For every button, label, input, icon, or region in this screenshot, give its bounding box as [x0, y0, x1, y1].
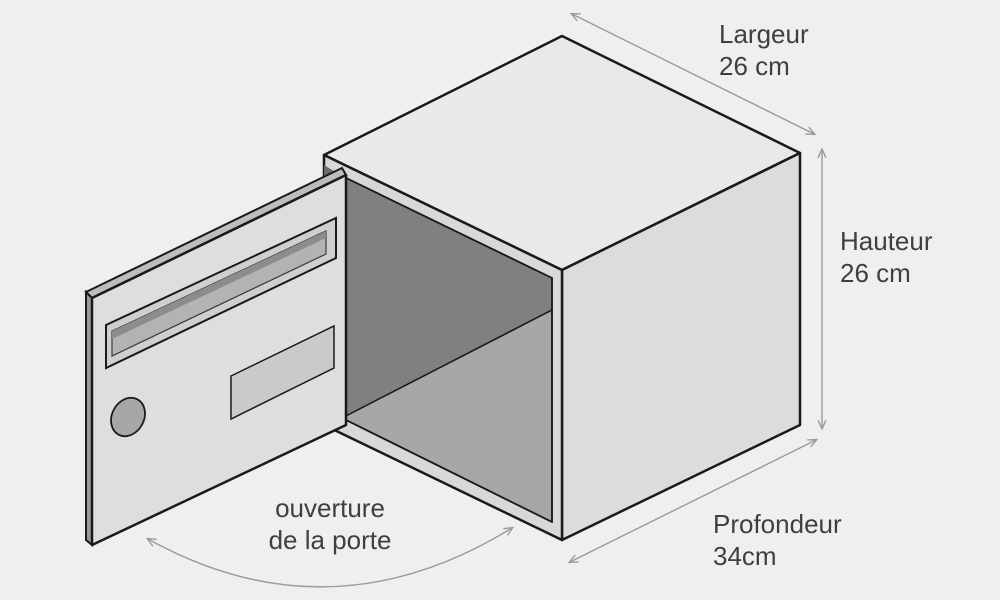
- height-label-value: 26 cm: [840, 258, 911, 288]
- door-opening-arc: [148, 528, 512, 588]
- depth-label-title: Profondeur: [713, 509, 842, 539]
- mail-slot-inner-shadow: [112, 231, 326, 339]
- door-opening-label-line1: ouverture: [275, 493, 385, 523]
- depth-label-value: 34cm: [713, 541, 777, 571]
- width-label: Largeur 26 cm: [719, 18, 809, 82]
- lock-icon: [110, 396, 146, 438]
- door-opening-label-line2: de la porte: [268, 525, 392, 555]
- depth-label: Profondeur 34cm: [713, 508, 842, 572]
- mailbox-body: [322, 34, 802, 542]
- depth-arrow: [570, 440, 816, 562]
- width-label-title: Largeur: [719, 19, 809, 49]
- mailbox-door: [84, 166, 348, 548]
- height-label-title: Hauteur: [840, 226, 933, 256]
- door-opening-label: ouverture de la porte: [240, 492, 420, 556]
- height-label: Hauteur 26 cm: [840, 225, 933, 289]
- dimension-arrows: [148, 14, 822, 588]
- width-label-value: 26 cm: [719, 51, 790, 81]
- name-plate: [230, 324, 335, 421]
- width-arrow: [572, 14, 814, 134]
